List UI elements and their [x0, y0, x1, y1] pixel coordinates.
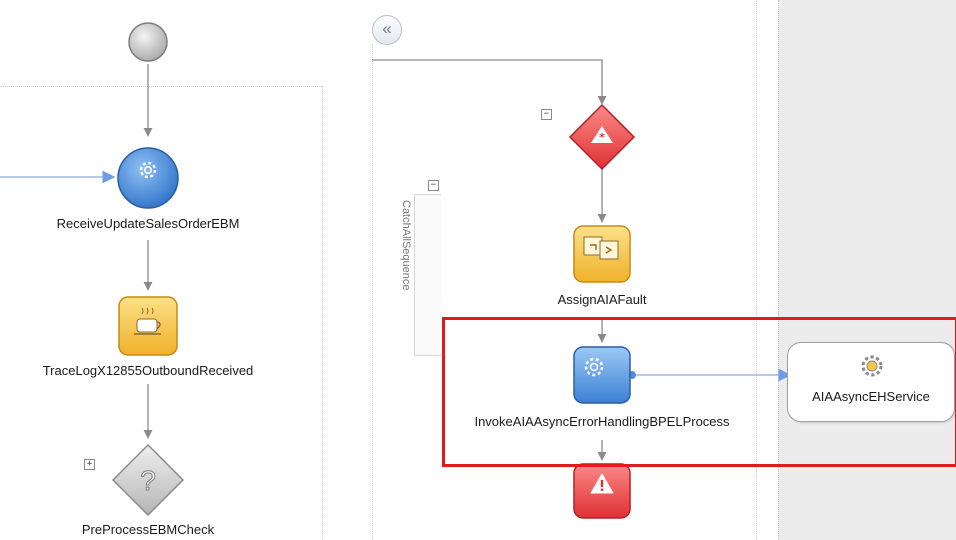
flow-scope-entry	[372, 59, 607, 105]
assign-activity[interactable]	[572, 224, 632, 284]
preprocess-label: PreProcessEBMCheck	[81, 522, 215, 537]
trace-activity[interactable]	[117, 295, 179, 357]
catch-scope-border-right	[756, 0, 757, 540]
partner-link-service[interactable]: AIAAsyncEHService	[787, 342, 955, 422]
throw-activity[interactable]	[572, 462, 632, 520]
trace-label: TraceLogX12855OutboundReceived	[42, 363, 254, 378]
gear-icon	[861, 355, 883, 377]
main-flow-border	[322, 86, 323, 540]
catch-sequence-box	[414, 194, 441, 356]
assign-icon	[583, 236, 619, 260]
svg-text:*: *	[599, 131, 605, 144]
coffee-cup-icon	[134, 307, 161, 335]
collapse-sequence-toggle[interactable]: −	[428, 180, 439, 191]
invoke-activity[interactable]	[572, 345, 632, 405]
catch-sequence-label: CatchAllSequence	[400, 200, 412, 291]
warning-icon	[590, 473, 614, 494]
assign-label: AssignAIAFault	[557, 292, 647, 307]
receive-activity[interactable]	[116, 146, 180, 210]
catch-all-handler[interactable]: *	[567, 102, 637, 172]
invoke-label: InvokeAIAAsyncErrorHandlingBPELProcess	[474, 414, 730, 429]
main-flow-border-top	[0, 86, 322, 87]
collapse-panel-button[interactable]: «	[372, 15, 402, 45]
question-mark-icon: ?	[140, 465, 156, 496]
expand-toggle[interactable]: +	[84, 459, 95, 470]
gear-icon	[584, 357, 604, 377]
preprocess-switch[interactable]: ?	[110, 442, 186, 518]
gear-icon	[139, 161, 157, 179]
catch-scope-border	[372, 44, 373, 540]
partner-links-panel	[778, 0, 956, 540]
start-event-icon[interactable]	[127, 21, 169, 63]
collapse-catch-toggle[interactable]: −	[541, 109, 552, 120]
receive-label: ReceiveUpdateSalesOrderEBM	[56, 216, 240, 231]
service-label: AIAAsyncEHService	[812, 389, 930, 404]
asterisk-icon: *	[591, 126, 613, 144]
